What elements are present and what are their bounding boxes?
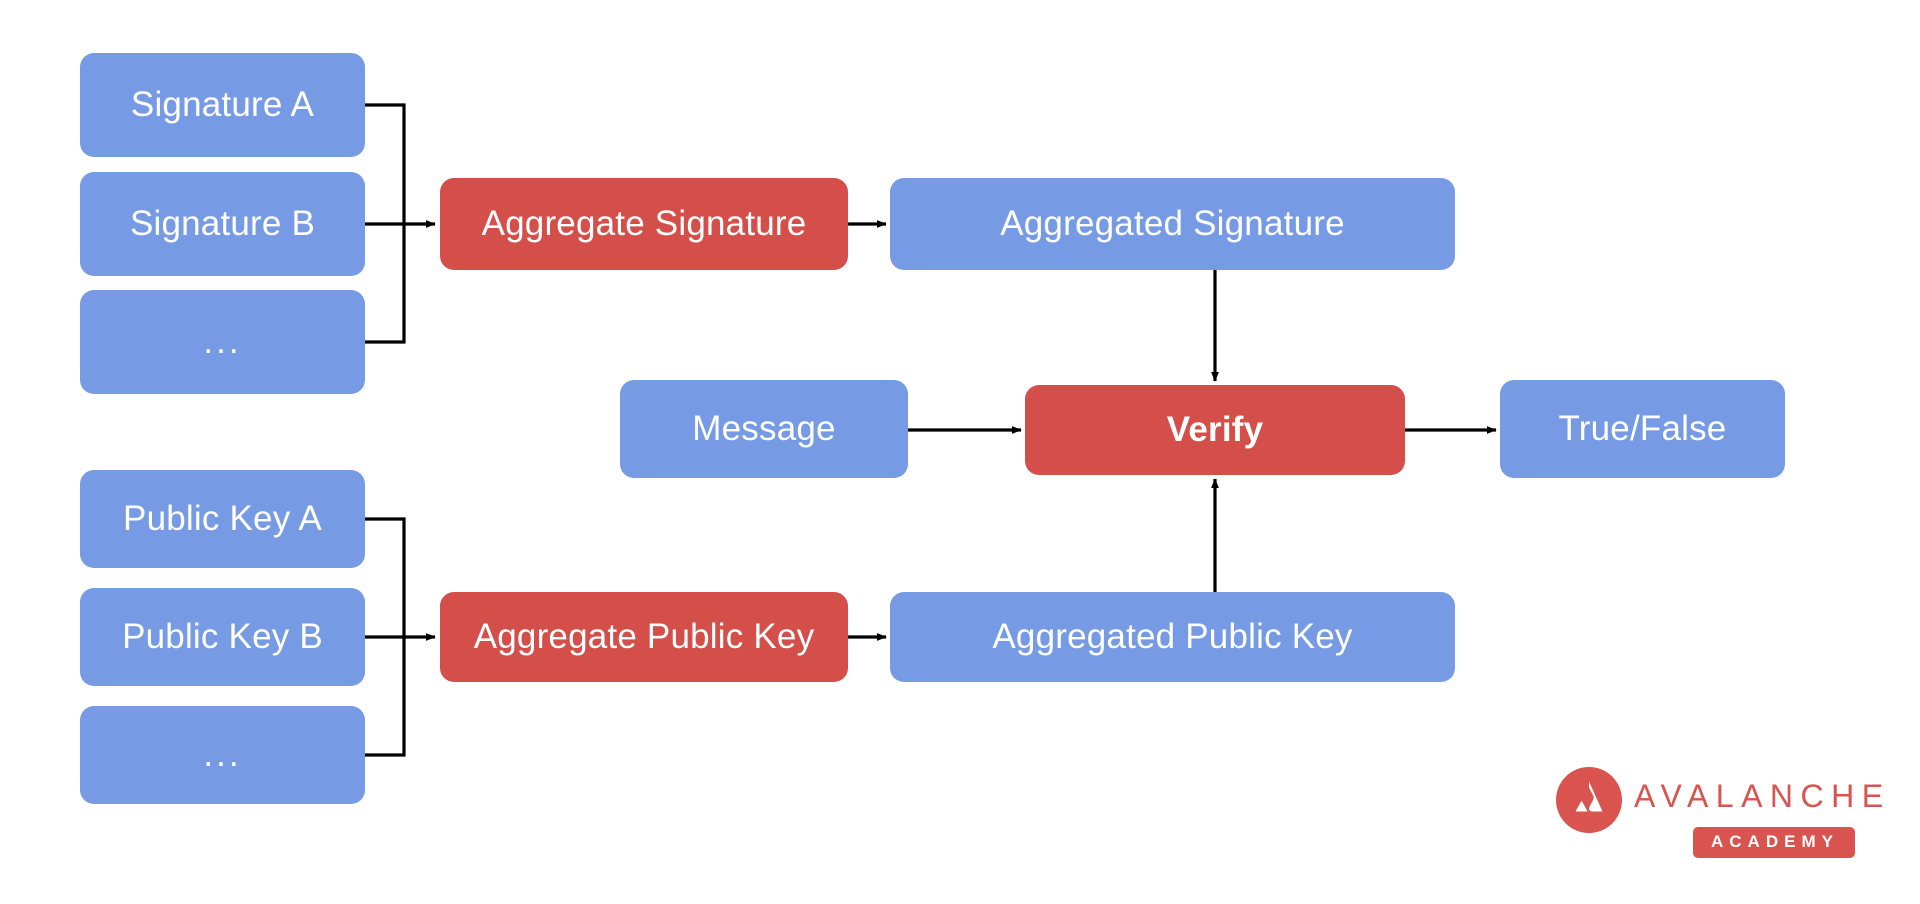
node-label: Aggregate Signature bbox=[481, 203, 807, 243]
node-label: ... bbox=[203, 734, 242, 774]
node-label: Verify bbox=[1166, 409, 1264, 449]
node-verify[interactable]: Verify bbox=[1025, 385, 1405, 475]
node-signature-more[interactable]: ... bbox=[80, 290, 365, 394]
node-label: Message bbox=[692, 408, 836, 448]
logo-wordmark: AVALANCHE bbox=[1634, 778, 1891, 814]
avalanche-logo-mark bbox=[1556, 767, 1622, 833]
logo-academy-badge: ACADEMY bbox=[1693, 827, 1855, 858]
node-signature-a[interactable]: Signature A bbox=[80, 53, 365, 157]
edge-public-key-more-to-aggregate bbox=[365, 637, 406, 757]
node-label: ... bbox=[203, 321, 242, 361]
node-label: Signature A bbox=[130, 84, 315, 124]
node-public-key-more[interactable]: ... bbox=[80, 706, 365, 804]
edge-signature-a-to-aggregate bbox=[365, 103, 406, 224]
node-aggregated-public-key[interactable]: Aggregated Public Key bbox=[890, 592, 1455, 682]
node-public-key-a[interactable]: Public Key A bbox=[80, 470, 365, 568]
node-message[interactable]: Message bbox=[620, 380, 908, 478]
edge-signature-more-to-aggregate bbox=[365, 224, 406, 344]
node-label: Aggregated Public Key bbox=[992, 616, 1353, 656]
node-aggregate-signature[interactable]: Aggregate Signature bbox=[440, 178, 848, 270]
node-aggregated-signature[interactable]: Aggregated Signature bbox=[890, 178, 1455, 270]
node-label: Aggregated Signature bbox=[1000, 203, 1345, 243]
node-aggregate-public-key[interactable]: Aggregate Public Key bbox=[440, 592, 848, 682]
node-label: True/False bbox=[1558, 408, 1727, 448]
node-label: Aggregate Public Key bbox=[473, 616, 815, 656]
node-public-key-b[interactable]: Public Key B bbox=[80, 588, 365, 686]
avalanche-academy-logo: AVALANCHE ACADEMY bbox=[1556, 765, 1886, 861]
node-label: Public Key B bbox=[122, 616, 323, 656]
node-label: Signature B bbox=[129, 203, 316, 243]
edge-public-key-a-to-aggregate bbox=[365, 517, 406, 637]
node-true-false[interactable]: True/False bbox=[1500, 380, 1785, 478]
node-label: Public Key A bbox=[123, 498, 322, 538]
node-signature-b[interactable]: Signature B bbox=[80, 172, 365, 276]
